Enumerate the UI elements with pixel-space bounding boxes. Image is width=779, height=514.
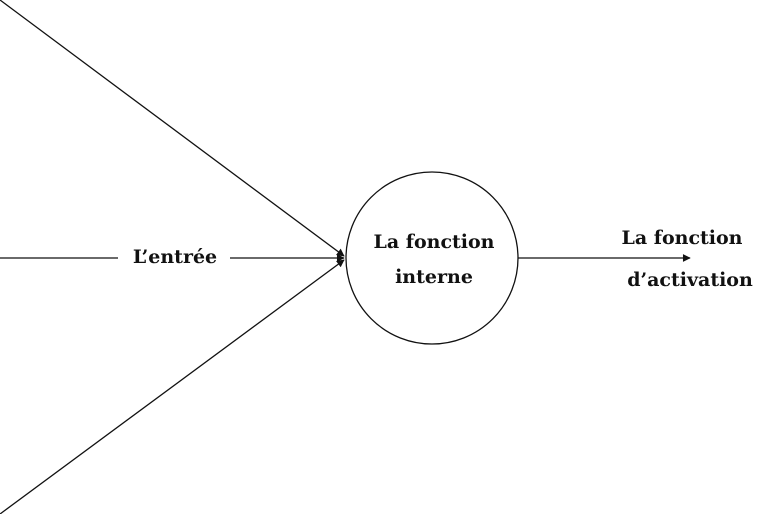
output-label-line1: La fonction bbox=[622, 227, 743, 249]
output-label-line2: d’activation bbox=[627, 269, 753, 291]
node-label-line2: interne bbox=[395, 266, 473, 288]
input-edge-top bbox=[0, 0, 345, 257]
input-label: L’entrée bbox=[133, 246, 217, 268]
input-edge-bottom bbox=[0, 259, 345, 514]
node-label-line1: La fonction bbox=[374, 231, 495, 253]
neuron-node bbox=[345, 171, 519, 345]
